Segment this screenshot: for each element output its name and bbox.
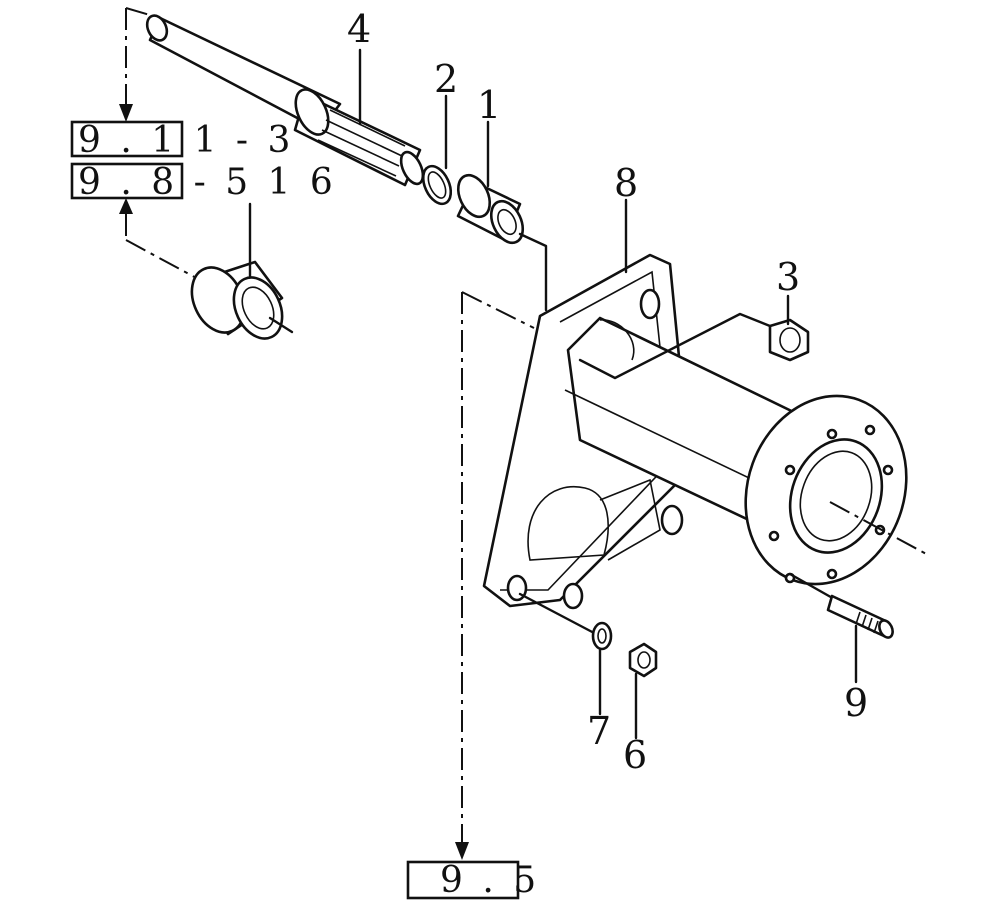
housing-part-8[interactable] [482,253,932,610]
reference-bottom[interactable]: 9 . 5 [406,860,540,901]
shaft-part-4[interactable] [143,12,427,187]
callout-4: 4 [347,7,371,51]
reference-mid-label: 9 . 8 - 5 1 6 [78,162,337,203]
reference-top-label: 9 . 1 1 - 3 [78,120,294,161]
callout-numbers: 4 2 1 8 3 7 6 9 [347,7,868,777]
reference-mid[interactable]: 9 . 8 - 5 1 6 [70,162,337,203]
callout-2: 2 [434,57,458,101]
callout-6: 6 [623,733,647,777]
callout-7: 7 [587,709,611,753]
bearing-cap[interactable] [182,259,294,346]
bushing-part-1[interactable] [452,170,548,312]
reference-arrows [119,7,535,860]
circlip-part-2[interactable] [418,162,457,208]
callout-1: 1 [477,83,501,127]
reference-bottom-label: 9 . 5 [440,860,540,901]
stud-part-9[interactable] [826,594,895,640]
callout-9: 9 [844,681,868,725]
callout-leaders [248,48,858,740]
callout-3: 3 [776,255,800,299]
washer-part-7[interactable] [591,621,613,651]
reference-top[interactable]: 9 . 1 1 - 3 [70,120,294,161]
assembly-leaders [518,312,838,636]
nut-part-3[interactable] [768,318,810,362]
nut-part-6[interactable] [628,642,658,678]
callout-8: 8 [614,161,638,205]
